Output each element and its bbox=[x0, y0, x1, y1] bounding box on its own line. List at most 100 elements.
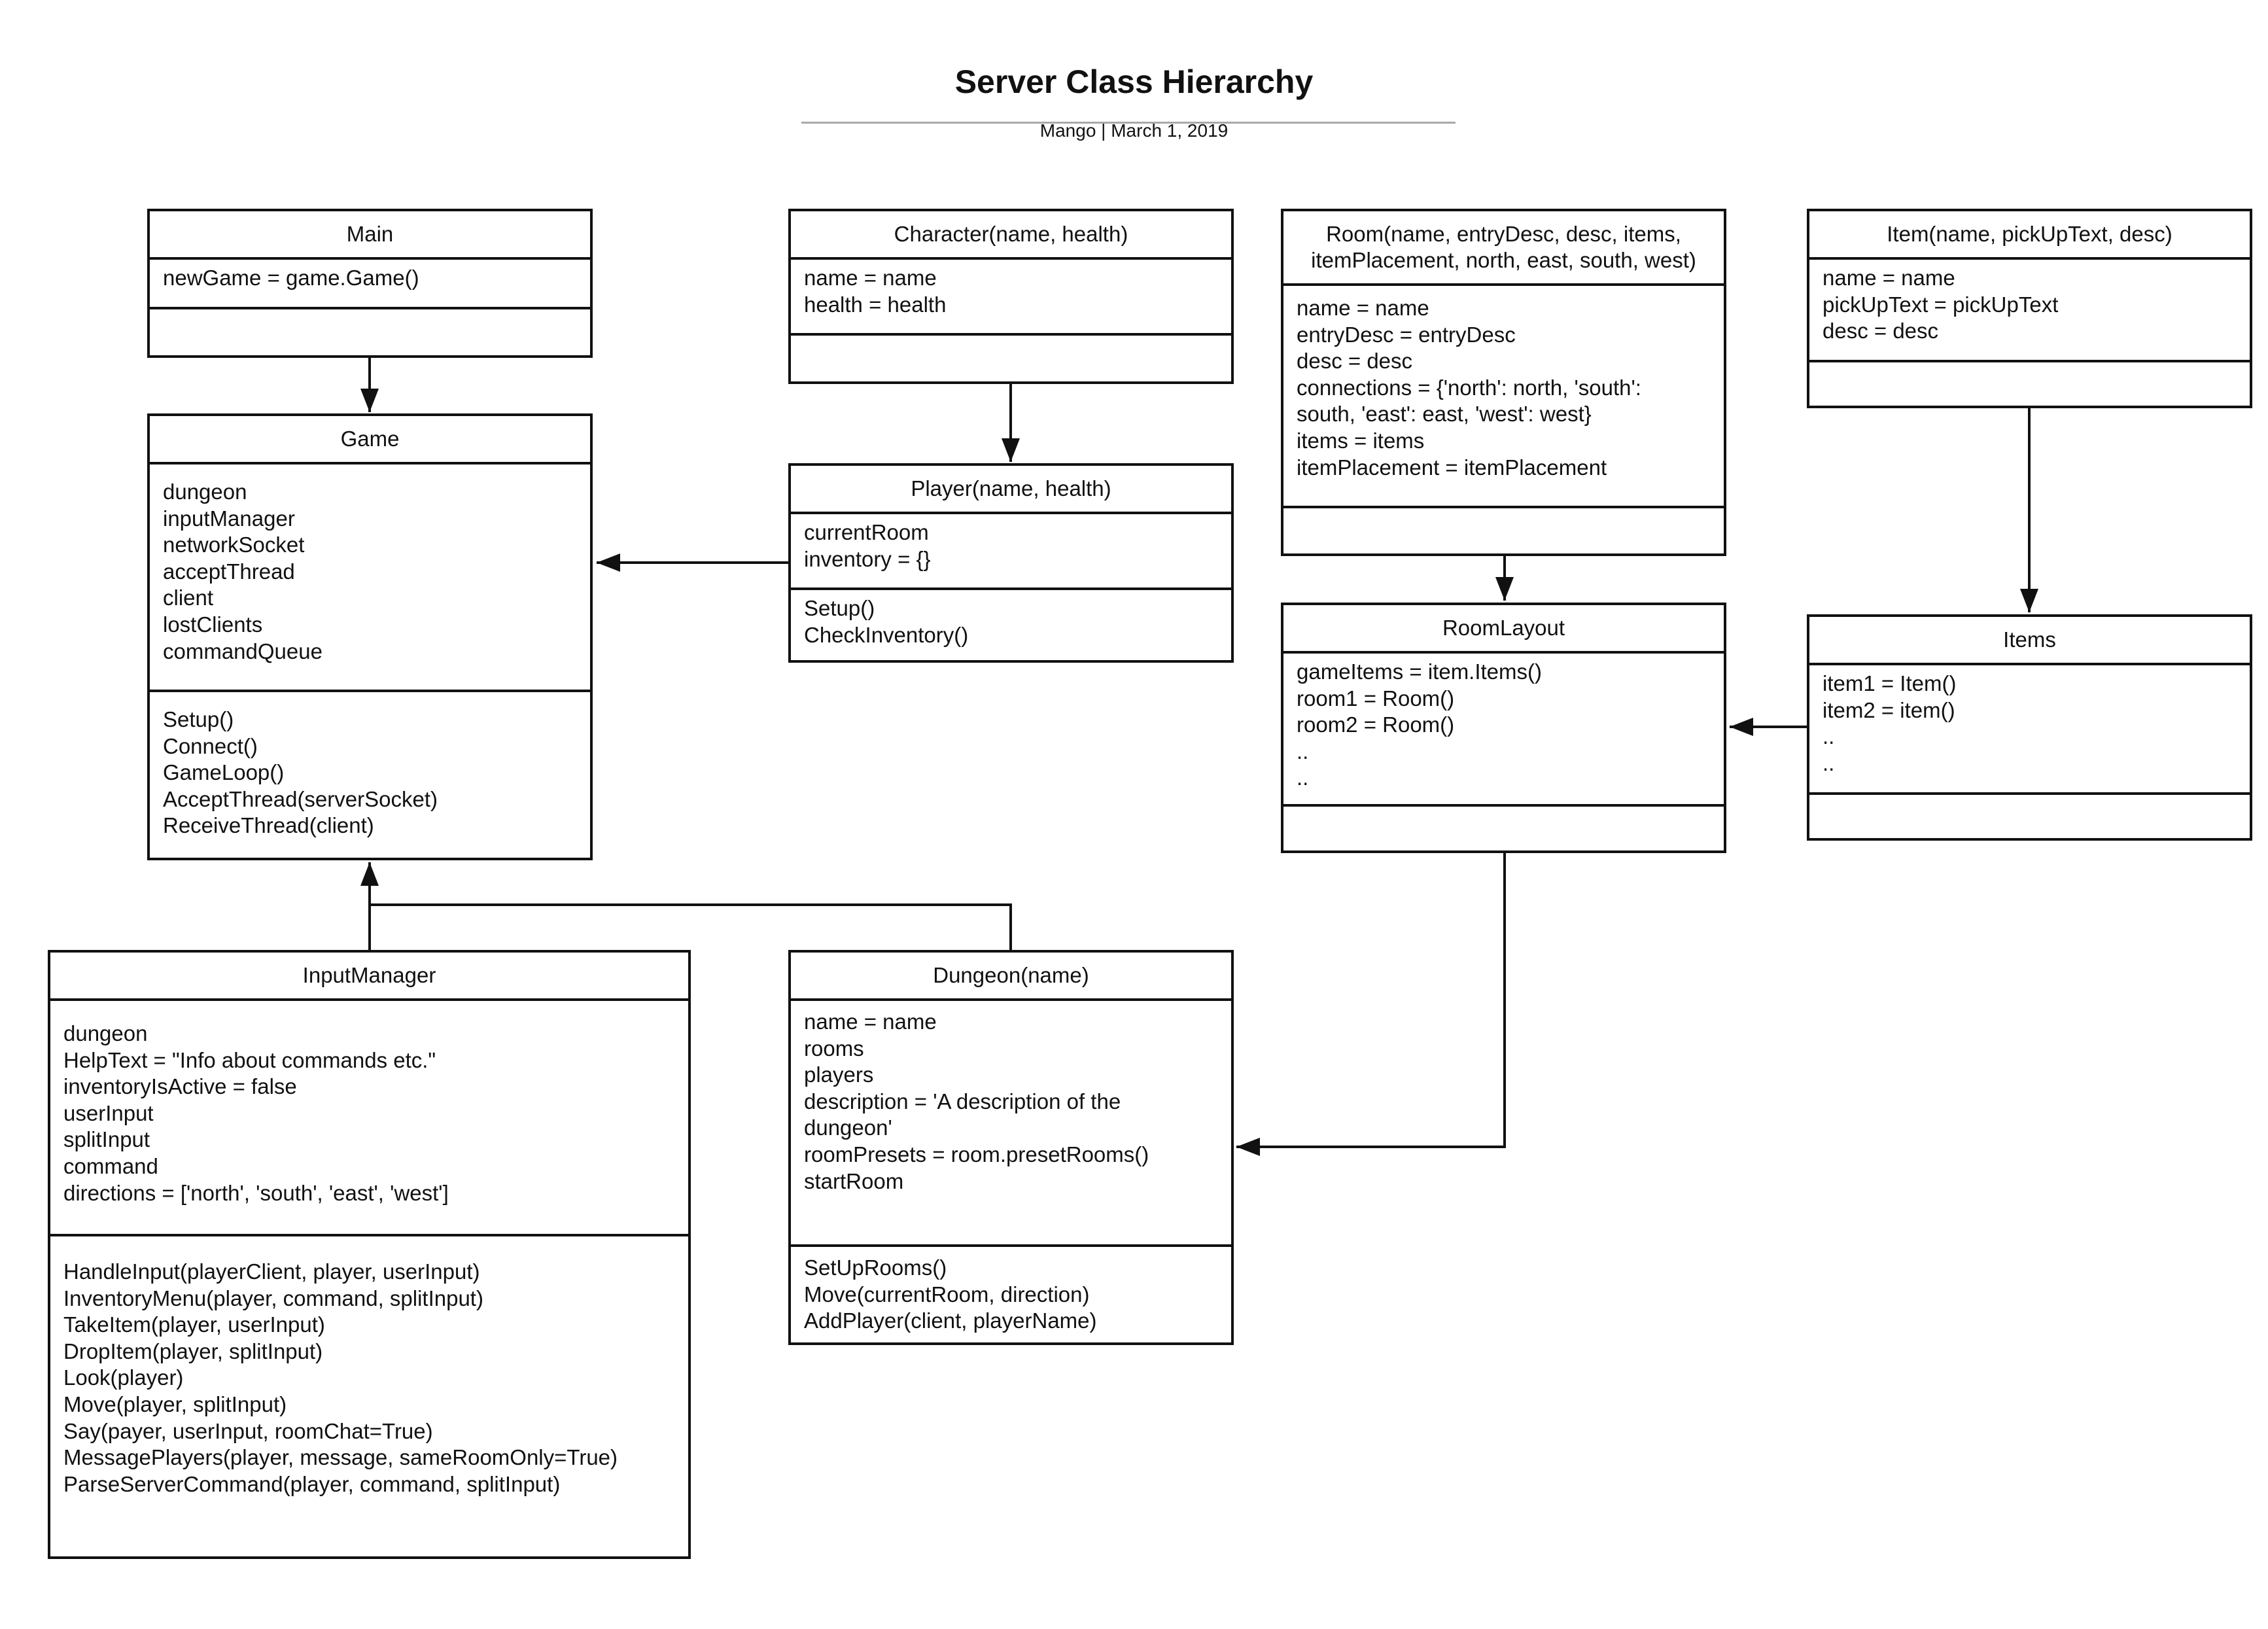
class-name: Main bbox=[150, 211, 590, 260]
diagram-title: Server Class Hierarchy bbox=[954, 63, 1314, 100]
class-name: InputManager bbox=[50, 953, 688, 1001]
member-line: Move(player, splitInput) bbox=[63, 1392, 287, 1416]
member-line: DropItem(player, splitInput) bbox=[63, 1339, 323, 1363]
member-line: startRoom bbox=[804, 1168, 904, 1193]
class-methods: HandleInput(playerClient, player, userIn… bbox=[50, 1236, 688, 1556]
class-items: Items item1 = Item()item2 = item().... bbox=[1807, 614, 2252, 841]
class-room: Room(name, entryDesc, desc, items, itemP… bbox=[1281, 209, 1726, 556]
member-line: Say(payer, userInput, roomChat=True) bbox=[63, 1418, 433, 1443]
class-roomlayout: RoomLayout gameItems = item.Items()room1… bbox=[1281, 603, 1726, 853]
class-main: Main newGame = game.Game() bbox=[147, 209, 593, 358]
member-line: health = health bbox=[804, 292, 947, 317]
class-attributes: newGame = game.Game() bbox=[150, 260, 590, 309]
class-attributes: gameItems = item.Items()room1 = Room()ro… bbox=[1283, 654, 1724, 807]
member-line: directions = ['north', 'south', 'east', … bbox=[63, 1180, 449, 1205]
member-line: HelpText = "Info about commands etc." bbox=[63, 1047, 436, 1072]
member-line: inputManager bbox=[163, 506, 295, 531]
member-line: name = name bbox=[1823, 266, 1955, 290]
class-name: Player(name, health) bbox=[791, 466, 1231, 514]
member-line: Move(currentRoom, direction) bbox=[804, 1282, 1090, 1306]
member-line: Setup() bbox=[163, 707, 234, 731]
member-line: CheckInventory() bbox=[804, 622, 969, 647]
member-line: connections = {'north': north, 'south': bbox=[1297, 375, 1641, 400]
member-line: dungeon' bbox=[804, 1115, 892, 1140]
member-line: networkSocket bbox=[163, 533, 305, 557]
member-line: command bbox=[63, 1153, 158, 1178]
member-line: splitInput bbox=[63, 1127, 150, 1152]
member-line: south, 'east': east, 'west': west} bbox=[1297, 402, 1592, 427]
diagram-subtitle: Mango | March 1, 2019 bbox=[1039, 120, 1229, 141]
class-name: RoomLayout bbox=[1283, 605, 1724, 654]
member-line: rooms bbox=[804, 1036, 864, 1060]
member-line: AcceptThread(serverSocket) bbox=[163, 786, 438, 811]
class-name: Room(name, entryDesc, desc, items, itemP… bbox=[1283, 211, 1724, 286]
class-name: Dungeon(name) bbox=[791, 953, 1231, 1001]
member-line: InventoryMenu(player, command, splitInpu… bbox=[63, 1286, 483, 1310]
member-line: AddPlayer(client, playerName) bbox=[804, 1308, 1097, 1333]
class-attributes: item1 = Item()item2 = item().... bbox=[1809, 665, 2250, 795]
member-line: inventoryIsActive = false bbox=[63, 1074, 297, 1099]
member-line: SetUpRooms() bbox=[804, 1255, 947, 1280]
member-line: HandleInput(playerClient, player, userIn… bbox=[63, 1259, 480, 1284]
member-line: Connect() bbox=[163, 733, 258, 758]
member-line: room2 = Room() bbox=[1297, 712, 1455, 737]
member-line: GameLoop() bbox=[163, 760, 285, 785]
member-line: players bbox=[804, 1062, 874, 1087]
member-line: currentRoom bbox=[804, 520, 929, 544]
member-line: desc = desc bbox=[1823, 319, 1939, 343]
member-line: gameItems = item.Items() bbox=[1297, 659, 1543, 684]
member-line: itemPlacement = itemPlacement bbox=[1297, 455, 1607, 480]
class-methods: Setup()Connect()GameLoop()AcceptThread(s… bbox=[150, 692, 590, 858]
member-line: lostClients bbox=[163, 612, 263, 637]
member-line: commandQueue bbox=[163, 639, 323, 663]
class-methods bbox=[1809, 795, 2250, 838]
member-line: item2 = item() bbox=[1823, 697, 1955, 722]
member-line: dungeon bbox=[163, 480, 247, 504]
member-line: roomPresets = room.presetRooms() bbox=[804, 1142, 1149, 1166]
member-line: room1 = Room() bbox=[1297, 686, 1455, 710]
member-line: newGame = game.Game() bbox=[163, 266, 419, 290]
class-name: Items bbox=[1809, 617, 2250, 665]
class-methods bbox=[791, 336, 1231, 381]
member-line: desc = desc bbox=[1297, 349, 1413, 374]
member-line: ReceiveThread(client) bbox=[163, 813, 374, 838]
member-line: name = name bbox=[804, 266, 937, 290]
member-line: .. bbox=[1823, 724, 1835, 749]
member-line: acceptThread bbox=[163, 559, 295, 584]
member-line: item1 = Item() bbox=[1823, 671, 1957, 695]
class-name: Character(name, health) bbox=[791, 211, 1231, 260]
title-divider bbox=[801, 122, 1456, 124]
member-line: Look(player) bbox=[63, 1365, 184, 1390]
class-methods bbox=[1809, 362, 2250, 406]
class-methods bbox=[1283, 807, 1724, 850]
member-line: TakeItem(player, userInput) bbox=[63, 1312, 325, 1337]
member-line: pickUpText = pickUpText bbox=[1823, 292, 2059, 317]
class-methods: Setup()CheckInventory() bbox=[791, 590, 1231, 660]
member-line: description = 'A description of the bbox=[804, 1089, 1121, 1113]
member-line: entryDesc = entryDesc bbox=[1297, 322, 1516, 347]
member-line: ParseServerCommand(player, command, spli… bbox=[63, 1471, 561, 1496]
member-line: .. bbox=[1297, 765, 1309, 790]
member-line: name = name bbox=[804, 1009, 937, 1034]
member-line: .. bbox=[1297, 739, 1309, 763]
class-name: Item(name, pickUpText, desc) bbox=[1809, 211, 2250, 260]
class-methods bbox=[1283, 508, 1724, 553]
connector-roomlayout-to-dungeon bbox=[1236, 852, 1506, 1156]
member-line: inventory = {} bbox=[804, 546, 931, 571]
connector-dungeon-to-game bbox=[370, 903, 1012, 950]
member-line: client bbox=[163, 586, 214, 610]
member-line: name = name bbox=[1297, 296, 1429, 320]
